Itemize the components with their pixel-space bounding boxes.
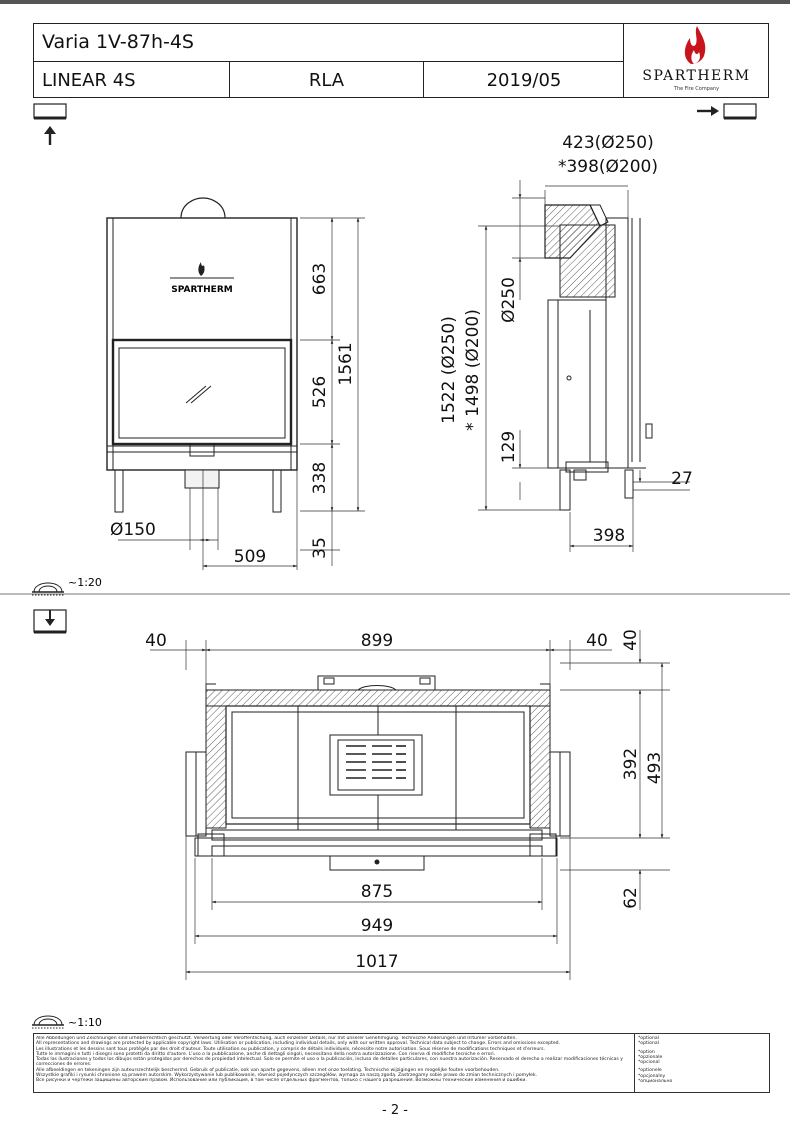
model-name: Varia 1V-87h-4S	[42, 31, 194, 53]
page-number: - 2 -	[382, 1103, 408, 1118]
dim-129: 129	[499, 431, 519, 463]
dim-vertical-40: 40	[621, 629, 641, 651]
title-row: Varia 1V-87h-4S	[34, 24, 624, 62]
brand-logo: SPARTHERM The Fire Company	[624, 24, 769, 98]
dim-899: 899	[361, 631, 393, 651]
brand-name: SPARTHERM	[642, 68, 751, 84]
date-cell: 2019/05	[424, 62, 624, 98]
dim-1498: * 1498 (Ø200)	[463, 309, 483, 431]
copyright-line-nl: Alle afbeeldingen en tekeningen zijn aut…	[36, 1067, 500, 1073]
dim-398: 398	[593, 526, 625, 546]
copyright-line-en: All representations and drawings are pro…	[36, 1041, 561, 1047]
optional-es: *opcional	[638, 1060, 660, 1066]
copyright-line-fr: Les illustrations et les dessins sont to…	[36, 1046, 545, 1052]
dim-875: 875	[361, 882, 393, 902]
front-view-orientation-icon	[33, 103, 67, 145]
side-dimension-labels: 423(Ø250) *398(Ø200) Ø250 1522 (Ø250) * …	[439, 133, 693, 546]
copyright-footer: Alle Abbildungen und Zeichnungen sind ur…	[33, 1033, 770, 1093]
front-stove-logo: SPARTHERM	[170, 262, 234, 295]
top-border	[0, 0, 790, 4]
dim-dia250: Ø250	[499, 277, 519, 323]
dim-392: 392	[621, 748, 641, 780]
top-dimensions	[150, 630, 670, 980]
date-label: 2019/05	[486, 69, 562, 91]
optional-de: *optional	[638, 1036, 659, 1041]
optional-en: *optional	[638, 1041, 659, 1047]
optional-fr: *option	[638, 1049, 655, 1055]
flame-icon	[684, 26, 706, 64]
code-label: RLA	[308, 69, 345, 91]
side-view-orientation-icon	[697, 103, 757, 120]
series-label: LINEAR 4S	[42, 69, 136, 91]
dim-62: 62	[621, 887, 641, 909]
dim-1017: 1017	[355, 952, 398, 972]
optional-nl: *optionele	[638, 1068, 662, 1074]
scale-lower-label: ~1:10	[68, 1016, 102, 1029]
copyright-line-de: Alle Abbildungen und Zeichnungen sind ur…	[36, 1036, 517, 1041]
dim-509: 509	[234, 547, 266, 567]
scale-icon-lower	[32, 1015, 64, 1029]
dim-27: 27	[671, 469, 693, 489]
dim-left-40: 40	[145, 631, 167, 651]
optional-it: *opzionale	[638, 1054, 663, 1060]
optional-pl: *opcjonalny	[638, 1073, 666, 1079]
top-view	[185, 675, 571, 871]
code-cell: RLA	[230, 62, 424, 98]
optional-ru: *опционально	[638, 1079, 673, 1085]
title-block: Varia 1V-87h-4S LINEAR 4S RLA 2019/05 SP…	[33, 23, 769, 98]
dim-right-40: 40	[586, 631, 608, 651]
front-dimensions	[118, 217, 365, 570]
dim-1522: 1522 (Ø250)	[439, 316, 459, 424]
dim-949: 949	[361, 916, 393, 936]
dim-493: 493	[645, 752, 665, 784]
dim-dia150: Ø150	[110, 520, 156, 540]
dim-338: 338	[310, 462, 330, 494]
dim-423: 423(Ø250)	[562, 133, 654, 153]
copyright-line-ru: Все рисунки и чертежи защищены авторским…	[36, 1078, 527, 1084]
stove-brand-label: SPARTHERM	[171, 285, 232, 295]
scale-icon-upper	[32, 582, 64, 596]
front-view	[106, 197, 298, 513]
copyright-text: Alle Abbildungen und Zeichnungen sind ur…	[36, 1036, 631, 1092]
optional-legend: *optional *optional *option *opzionale *…	[634, 1034, 769, 1092]
front-dimension-labels: 663 526 338 1561 35 509 Ø150	[110, 263, 356, 567]
side-dimensions	[478, 180, 690, 552]
side-view	[544, 204, 653, 511]
brand-tagline: The Fire Company	[673, 86, 720, 92]
dim-1561: 1561	[336, 342, 356, 385]
copyright-line-es: Todas las ilustraciones y todos los dibu…	[36, 1057, 623, 1068]
scale-upper-label: ~1:20	[68, 576, 102, 589]
dim-526: 526	[310, 376, 330, 408]
series-cell: LINEAR 4S	[34, 62, 230, 98]
top-view-orientation-icon	[33, 609, 67, 634]
dim-35: 35	[310, 537, 330, 559]
top-view-grille	[346, 745, 406, 779]
top-dimension-labels: 40 899 40 40 392 493 62 875 949 1017	[145, 629, 665, 972]
dim-663: 663	[310, 263, 330, 295]
copyright-line-pl: Wszystkie grafiki i rysunki chronione są…	[36, 1073, 538, 1079]
info-row: LINEAR 4S RLA 2019/05	[34, 62, 624, 98]
copyright-line-it: Tutte le immagini e tutti i disegni sono…	[36, 1051, 496, 1057]
dim-398-flue: *398(Ø200)	[558, 157, 658, 177]
